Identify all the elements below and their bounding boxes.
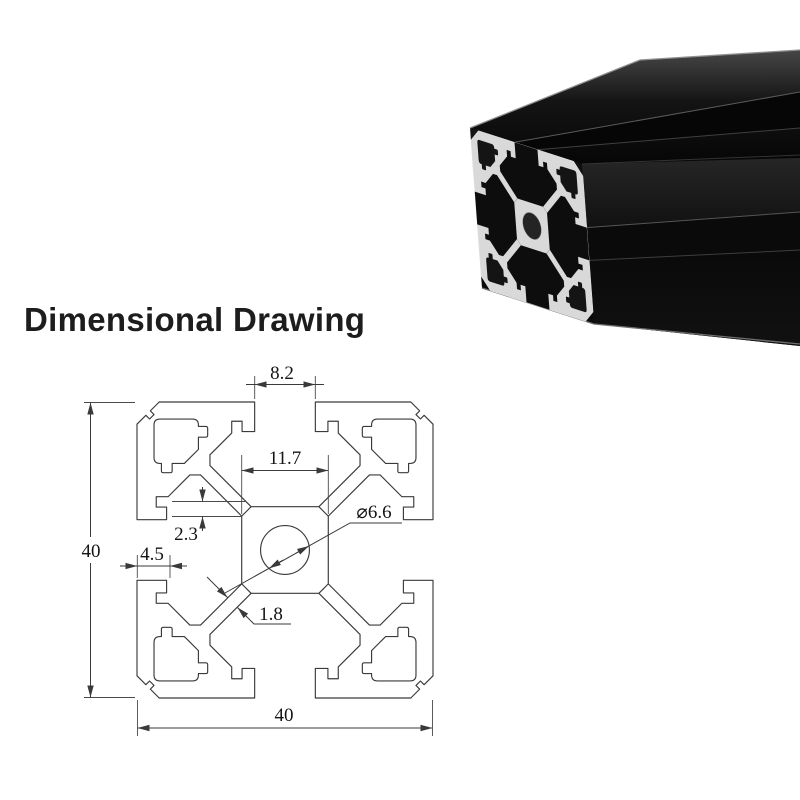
page-title: Dimensional Drawing bbox=[24, 301, 366, 338]
dim-center-hole-label: ⌀6.6 bbox=[356, 502, 391, 523]
product-photo bbox=[469, 49, 800, 346]
core-web-roots bbox=[242, 507, 329, 594]
dim-overall-height-label: 40 bbox=[82, 541, 101, 562]
dim-overall-height: 40 bbox=[82, 402, 135, 698]
corner-chamber-br bbox=[362, 627, 416, 681]
dim-lip-step: 2.3 bbox=[172, 487, 246, 545]
top-arris-highlight bbox=[469, 49, 800, 129]
dim-slot-depth-label: 4.5 bbox=[140, 544, 164, 565]
corner-chamber-bl bbox=[154, 627, 208, 681]
profile-cross-section bbox=[137, 402, 433, 698]
center-bore-hole bbox=[522, 212, 542, 240]
top-groove-highlight bbox=[514, 91, 800, 143]
dim-web-thickness: 1.8 bbox=[206, 576, 291, 625]
profile-bottom-slot bbox=[159, 593, 411, 698]
dim-web-thickness-label: 1.8 bbox=[259, 604, 283, 625]
right-arris-line bbox=[581, 154, 800, 165]
dim-lip-step-label: 2.3 bbox=[174, 524, 198, 545]
side-groove-edge bbox=[589, 249, 800, 261]
top-slot-groove bbox=[514, 92, 800, 150]
dim-core-width-label: 11.7 bbox=[269, 448, 302, 469]
center-hole-outline bbox=[260, 525, 310, 575]
dim-slot-depth: 4.5 bbox=[120, 544, 187, 578]
profile-right-slot bbox=[328, 424, 433, 676]
dim-center-hole: ⌀6.6 bbox=[224, 502, 402, 594]
top-groove-edge bbox=[537, 127, 800, 151]
side-groove-highlight bbox=[586, 211, 800, 229]
corner-chamber-tr bbox=[362, 419, 416, 473]
dim-slot-opening-label: 8.2 bbox=[270, 363, 294, 384]
cross-section-face bbox=[470, 128, 594, 324]
corner-chamber-tl bbox=[154, 419, 208, 473]
dim-slot-opening: 8.2 bbox=[246, 363, 324, 399]
dim-overall-width-label: 40 bbox=[275, 705, 294, 726]
dimensional-drawing: 8.2 11.7 40 40 bbox=[82, 363, 434, 736]
dim-overall-width: 40 bbox=[137, 700, 433, 736]
dim-core-width: 11.7 bbox=[241, 448, 329, 514]
